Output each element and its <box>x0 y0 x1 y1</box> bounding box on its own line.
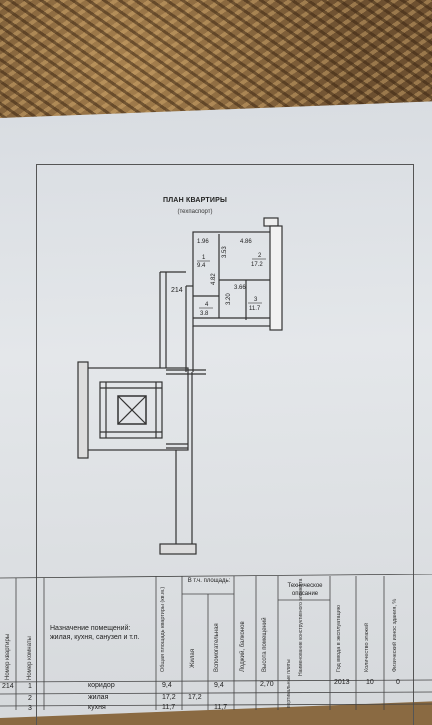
cell-aux: 9,4 <box>214 682 224 689</box>
room-number: 4 <box>205 302 209 308</box>
room-area: 9.4 <box>197 263 206 269</box>
header-aux: Вспомогательная <box>214 623 220 672</box>
rooms-table <box>0 574 432 710</box>
cell-room: 1 <box>28 683 32 690</box>
cell-year: 2013 <box>334 679 350 686</box>
header-floors: Количество этажей <box>364 622 370 672</box>
plan-subtitle: (техпаспорт) <box>177 209 213 215</box>
apartment-number: 214 <box>171 287 183 294</box>
dim-label: 3.20 <box>226 293 232 305</box>
cell-wear: 0 <box>396 679 400 686</box>
cell-purpose: кухня <box>88 704 106 711</box>
header-tech: Техническое описание <box>287 583 323 597</box>
cell-total: 9,4 <box>162 682 172 689</box>
dim-label: 4.86 <box>240 239 252 245</box>
drawing-frame <box>36 164 414 725</box>
cell-purpose: коридор <box>88 682 115 689</box>
room-number: 1 <box>202 255 206 261</box>
header-loggia: Лоджий, балконов <box>240 621 246 672</box>
cell-aux: 11,7 <box>214 704 228 711</box>
room-area: 17.2 <box>251 262 263 268</box>
dim-label: 1.96 <box>197 239 209 245</box>
header-wear: Физический износ здания, % <box>392 598 398 672</box>
cell-living: 17,2 <box>188 694 202 701</box>
room-number: 2 <box>258 253 262 259</box>
header-purpose: Назначение помещений: жилая, кухня, сану… <box>50 625 140 641</box>
cell-room: 3 <box>28 705 32 712</box>
cell-total: 11,7 <box>162 704 176 711</box>
cell-apt: 214 <box>2 683 14 690</box>
dim-label: 3.66 <box>234 285 246 291</box>
cell-height: 2,70 <box>260 681 274 688</box>
floor-plan: 1.96 4.86 3.53 4.82 3.66 3.20 1 9.4 2 17… <box>77 217 283 555</box>
room-number: 3 <box>254 297 258 303</box>
header-incl-area: В т.ч. площадь: <box>187 578 231 584</box>
cell-total: 17,2 <box>162 694 176 701</box>
cell-floors: 10 <box>366 679 374 686</box>
room-area: 11.7 <box>249 306 261 312</box>
header-room-no: Номер комнаты <box>27 636 33 680</box>
header-tech-sub2: вертикальные плиты <box>286 659 292 708</box>
cell-purpose: жилая <box>88 694 109 701</box>
header-living: Жилая <box>190 649 196 668</box>
dim-label: 3.53 <box>222 246 228 258</box>
cell-room: 2 <box>28 695 32 702</box>
header-tech-sub: Наименование конструктивного элемента <box>298 578 304 676</box>
header-total-area: Общая площадь квартиры (кв.м.) <box>160 586 166 672</box>
plan-title: ПЛАН КВАРТИРЫ <box>162 197 228 204</box>
header-year: Год ввода в эксплуатацию <box>336 605 342 672</box>
header-apt-no: Номер квартиры <box>5 633 11 680</box>
room-area: 3.8 <box>200 311 209 317</box>
dim-label: 4.82 <box>211 273 217 285</box>
header-height: Высота помещений <box>262 617 268 672</box>
